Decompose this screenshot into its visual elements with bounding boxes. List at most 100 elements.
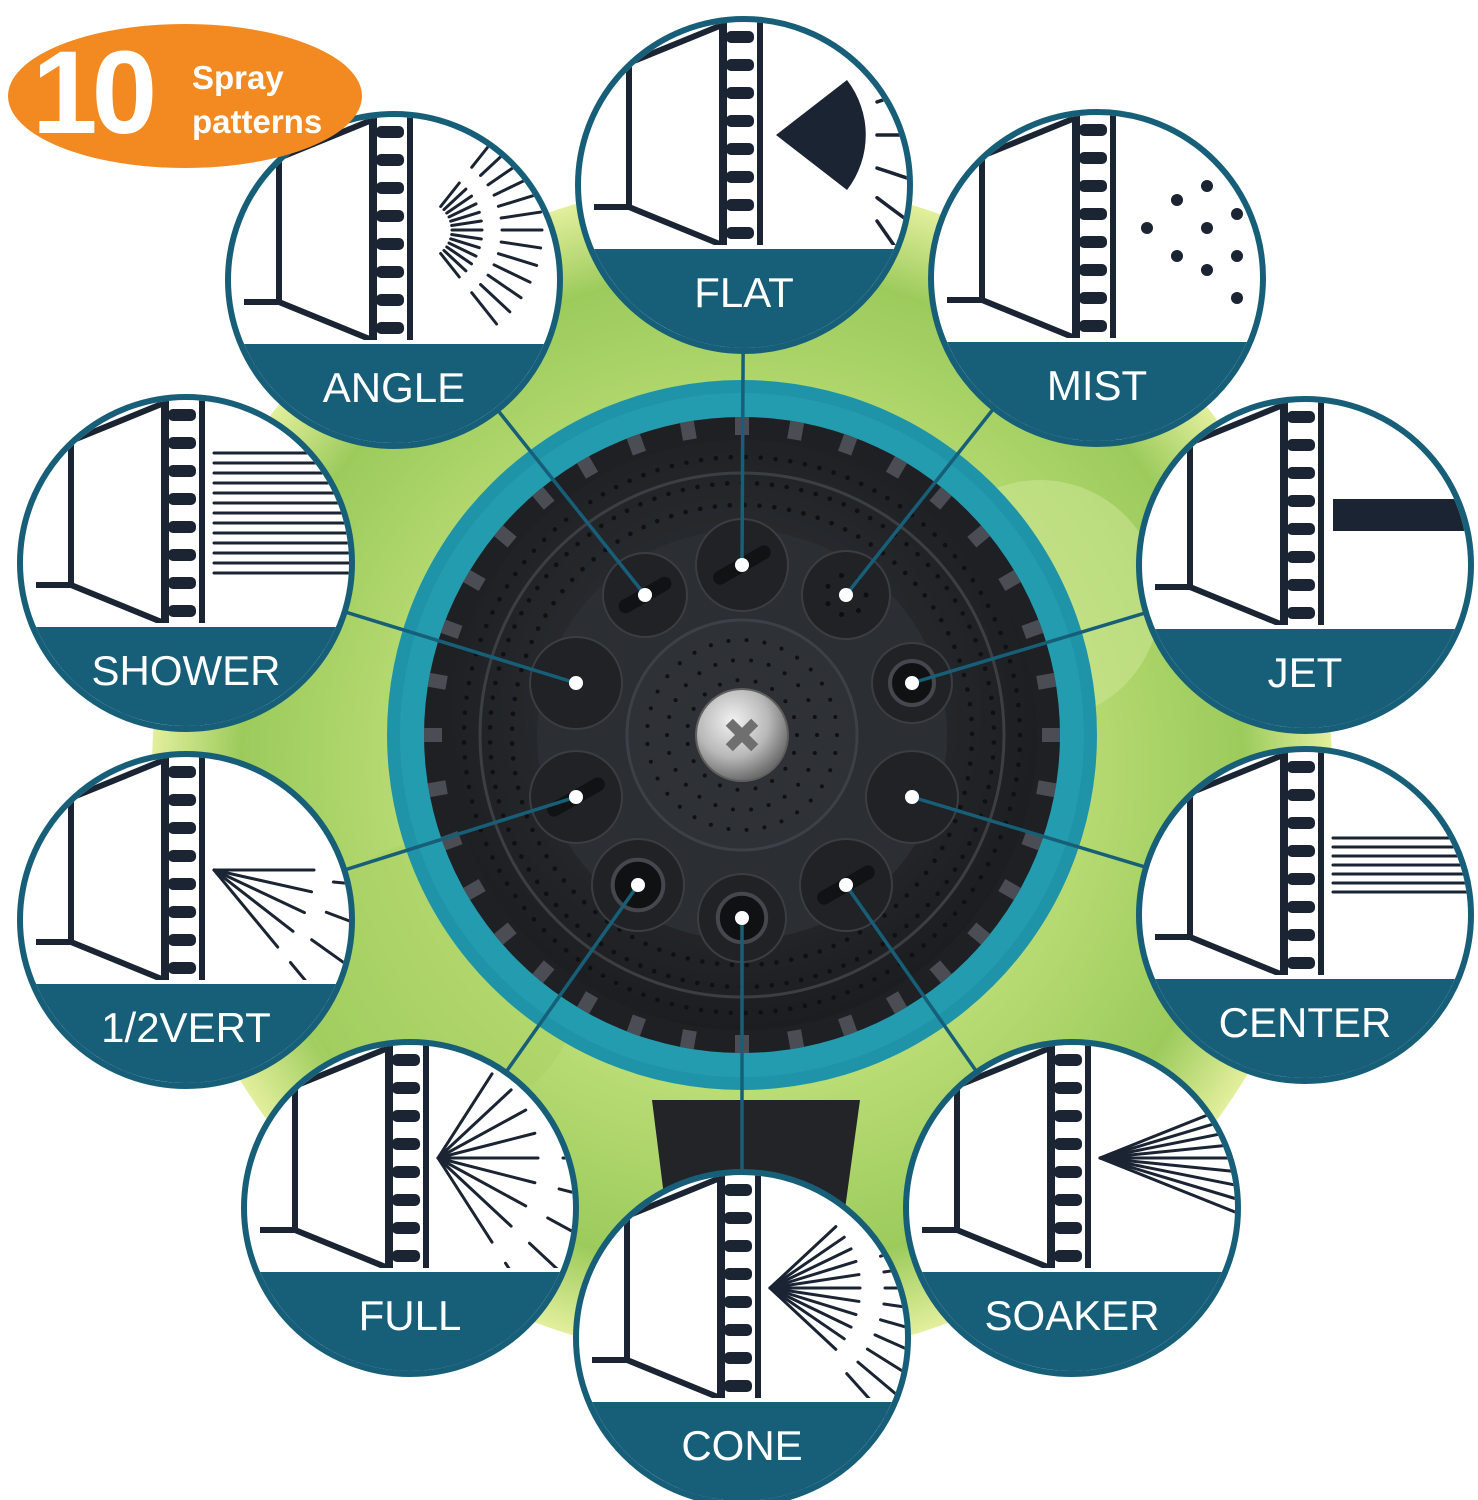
- spray-hole: [531, 548, 537, 553]
- pattern-cone: CONE: [573, 1169, 911, 1500]
- rim-tab: [440, 831, 463, 851]
- rim-tab: [576, 456, 599, 479]
- callout-border: [575, 16, 913, 354]
- spray-hole: [967, 841, 972, 846]
- spray-hole: [724, 481, 730, 486]
- spray-hole: [587, 965, 593, 971]
- spray-hole: [529, 639, 534, 645]
- center-hole: [753, 679, 758, 684]
- spray-hole: [698, 1007, 704, 1013]
- pattern-1-2vert: 1/2VERT: [17, 751, 355, 1089]
- spray-hole: [952, 554, 958, 559]
- center-hole: [645, 742, 650, 747]
- spray-hole: [535, 626, 541, 631]
- spray-hole: [709, 982, 715, 988]
- spray-hole: [1011, 673, 1016, 679]
- nozzle-tooth: [392, 1194, 420, 1206]
- nozzle-tooth: [1079, 236, 1107, 248]
- spray-hole: [978, 874, 984, 880]
- spray-hole: [668, 513, 674, 519]
- spray-hole: [560, 588, 565, 594]
- spray-hole: [802, 1003, 808, 1009]
- spray-hole: [561, 878, 567, 883]
- spray-stroke: [436, 1108, 528, 1160]
- nozzle-tooth: [1079, 124, 1107, 136]
- spray-hole: [655, 467, 660, 473]
- spray-hole: [575, 957, 581, 962]
- nozzle-tooth: [726, 199, 754, 211]
- spray-hole: [478, 637, 484, 643]
- spray-stroke: [331, 880, 349, 888]
- spray-hole: [651, 968, 657, 974]
- center-hole: [702, 773, 707, 778]
- spray-hole: [680, 977, 686, 983]
- center-hole: [713, 662, 718, 667]
- leader-line-full: [503, 883, 640, 1076]
- badge-caption-line1: Spray: [192, 59, 284, 96]
- spray-hole: [788, 957, 794, 962]
- center-hole: [655, 776, 660, 781]
- spray-hole: [728, 1010, 734, 1016]
- spray-hole: [563, 517, 569, 522]
- spray-hole: [982, 666, 988, 671]
- spray-hole: [867, 949, 873, 955]
- spray-hole: [744, 962, 750, 968]
- spray-hole: [493, 680, 498, 686]
- spray-stroke: [212, 868, 314, 894]
- spray-hole: [921, 522, 926, 527]
- spray-hole: [643, 941, 648, 947]
- spray-stroke: [436, 1088, 513, 1160]
- nozzle-tooth: [168, 493, 196, 505]
- rim-tab: [787, 420, 805, 441]
- spray-hole: [512, 840, 517, 846]
- spray-hole: [932, 858, 937, 863]
- spray-hole: [831, 943, 836, 949]
- nozzle-tooth: [168, 878, 196, 890]
- spray-hole: [695, 484, 700, 490]
- nozzle-tooth: [168, 437, 196, 449]
- center-hole: [665, 674, 670, 679]
- spray-hole: [1003, 644, 1008, 650]
- spray-hole: [504, 881, 510, 886]
- nozzle-tooth: [1054, 1250, 1082, 1262]
- spray-stroke: [768, 1259, 858, 1290]
- nozzle-tooth: [1287, 817, 1315, 829]
- spray-hole: [490, 695, 496, 701]
- nozzle-tooth: [1287, 439, 1315, 451]
- spray-hole: [526, 867, 532, 872]
- spray-hole: [569, 577, 575, 583]
- spray-hole: [510, 756, 516, 761]
- leader-line-mist: [844, 405, 997, 597]
- rim-tab: [929, 486, 952, 510]
- center-hole: [782, 671, 787, 676]
- spray-hole: [500, 813, 506, 818]
- center-hole: [667, 750, 672, 755]
- leader-dot: [735, 558, 749, 572]
- nozzle-tooth: [1287, 411, 1315, 423]
- spray-hole: [880, 523, 886, 529]
- spray-hole: [786, 507, 792, 513]
- callout-border: [903, 1039, 1241, 1377]
- spray-hole: [713, 455, 719, 461]
- spray-hole: [627, 478, 632, 484]
- spray-hole: [813, 973, 818, 979]
- nozzle-tooth: [168, 794, 196, 806]
- spray-hole: [817, 999, 822, 1005]
- nozzle-tooth: [168, 465, 196, 477]
- spray-hole: [935, 891, 940, 897]
- spray-hole: [787, 1006, 793, 1012]
- center-hole: [735, 678, 740, 683]
- spray-hole: [469, 666, 475, 671]
- spray-hole: [509, 726, 515, 731]
- spray-hole: [872, 488, 877, 493]
- spray-hole: [1017, 747, 1022, 753]
- spray-stroke: [445, 194, 474, 215]
- spray-stroke: [439, 181, 461, 209]
- spray-hole: [952, 598, 958, 603]
- spray-hole: [671, 952, 676, 957]
- callout-border: [573, 1169, 911, 1500]
- spray-hole: [697, 506, 703, 512]
- nozzle-tooth: [726, 87, 754, 99]
- spray-hole: [970, 887, 976, 893]
- spray-stroke: [436, 1072, 494, 1160]
